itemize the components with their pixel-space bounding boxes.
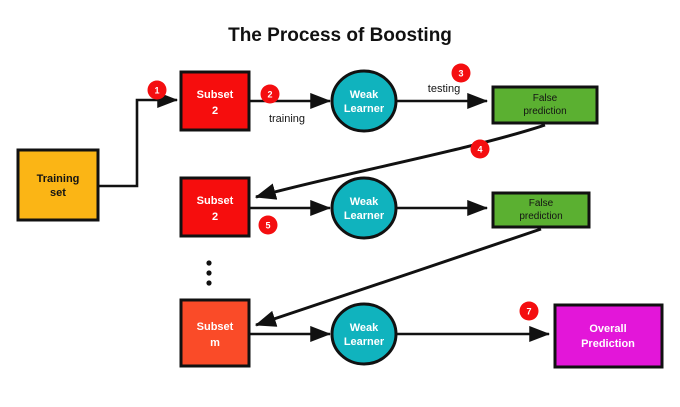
row3-subset-box [179,298,251,368]
node-row1-weak-learner: Weak Learner [330,69,398,133]
edge-label-testing: testing [428,83,460,95]
row3-learner-label-line2: Learner [344,336,385,348]
badge-3-circle [451,63,471,83]
row3-subset-label-line2: m [210,337,220,349]
row2-learner-circle [330,176,398,240]
node-row3-subset: Subset m [179,298,251,368]
row2-subset-label-line1: Subset [197,195,234,207]
row1-prediction-box [491,85,599,125]
row3-subset-label-line1: Subset [197,321,234,333]
row2-prediction-box [491,191,591,229]
row1-learner-circle [330,69,398,133]
row2-subset-label-line2: 2 [212,211,218,223]
ellipsis-dot-2 [206,270,212,276]
badge-7-circle [519,301,539,321]
row1-prediction-label-line1: False [533,93,558,104]
row3-learner-circle [330,302,398,366]
badge-4: 4 [470,139,490,159]
overall-prediction-label-line2: Prediction [581,338,635,350]
node-row1-subset: Subset 2 [179,70,251,132]
badge-5-circle [258,215,278,235]
badge-4-label: 4 [477,145,482,155]
row1-subset-label-line1: Subset [197,89,234,101]
edge-row2-prediction-to-row3-subset [254,227,542,327]
edge-label-training: training [269,113,305,125]
badge-3: 3 [451,63,471,83]
row1-subset-box [179,70,251,132]
badge-5-label: 5 [265,221,270,231]
training-set-label-line1: Training [37,173,80,185]
badge-1-circle [147,80,167,100]
node-row3-weak-learner: Weak Learner [330,302,398,366]
badge-1-label: 1 [154,86,159,96]
badge-2-label: 2 [267,90,272,100]
node-training-set: Training set [16,148,100,222]
row2-subset-box [179,176,251,238]
badge-1: 1 [147,80,167,100]
ellipsis-dot-3 [206,280,212,286]
row2-learner-label-line1: Weak [350,196,379,208]
badge-7: 7 [519,301,539,321]
row1-learner-label-line1: Weak [350,89,379,101]
row1-learner-label-line2: Learner [344,103,385,115]
page-title: The Process of Boosting [228,25,452,46]
badge-5: 5 [258,215,278,235]
vertical-ellipsis [206,260,212,286]
badge-4-circle [470,139,490,159]
node-overall-prediction: Overall Prediction [553,303,664,369]
badge-2: 2 [260,84,280,104]
row1-prediction-label-line2: prediction [523,106,566,117]
row2-prediction-label-line1: False [529,198,554,209]
row2-learner-label-line2: Learner [344,210,385,222]
node-row2-subset: Subset 2 [179,176,251,238]
node-row2-weak-learner: Weak Learner [330,176,398,240]
overall-prediction-label-line1: Overall [589,323,626,335]
badge-3-label: 3 [458,69,463,79]
badge-2-circle [260,84,280,104]
training-set-label-line2: set [50,187,66,199]
row1-subset-label-line2: 2 [212,105,218,117]
ellipsis-dot-1 [206,260,212,266]
row3-learner-label-line1: Weak [350,322,379,334]
edge-trainingset-to-subset1 [98,91,179,188]
row2-prediction-label-line2: prediction [519,211,562,222]
node-row1-false-prediction: False prediction [491,85,599,125]
edge-row1-prediction-to-row2-subset [254,123,546,200]
overall-prediction-box [553,303,664,369]
training-set-box [16,148,100,222]
badge-7-label: 7 [526,307,531,317]
node-row2-false-prediction: False prediction [491,191,591,229]
